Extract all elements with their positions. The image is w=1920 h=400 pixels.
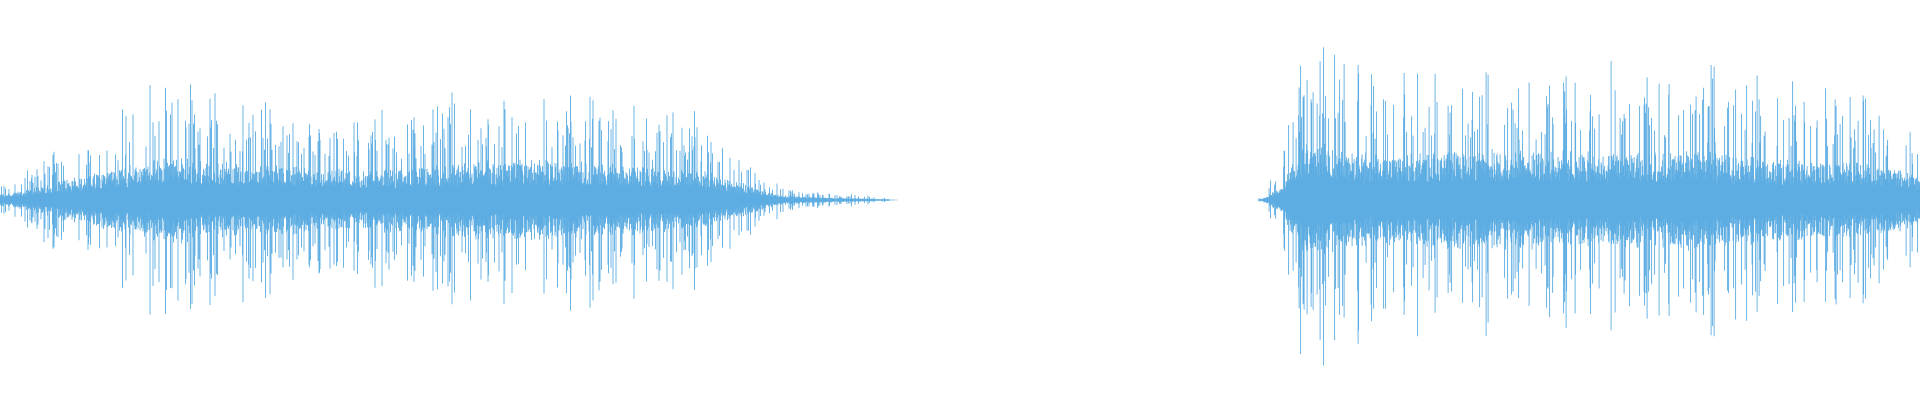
clip-1[interactable] xyxy=(0,84,899,315)
clip-2-core xyxy=(1257,172,1920,228)
clip-1-core xyxy=(0,179,898,221)
clip-2[interactable] xyxy=(1257,47,1920,366)
